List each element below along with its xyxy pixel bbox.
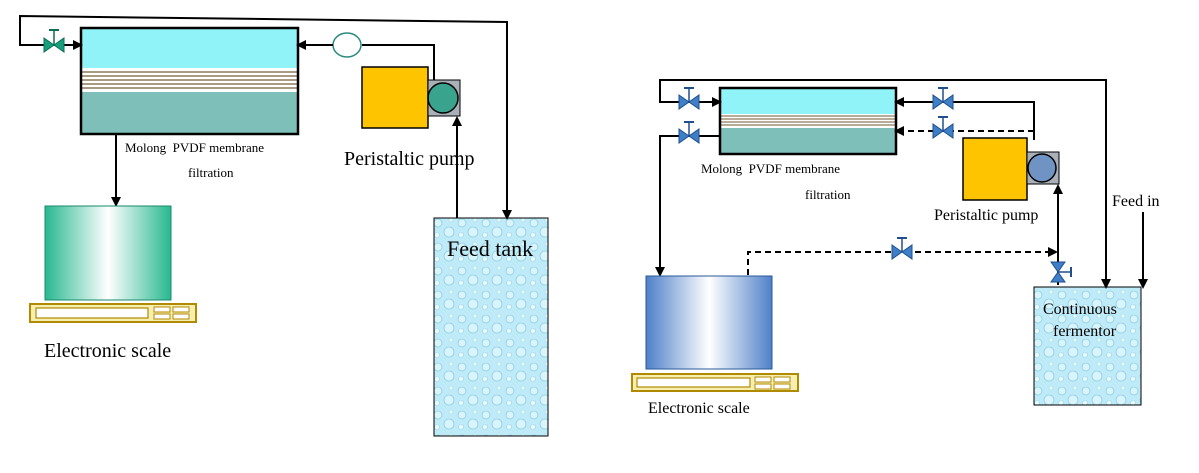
left-membrane-module bbox=[79, 26, 300, 136]
left-filtration-label: filtration bbox=[188, 165, 234, 180]
right-system: Molong PVDF membrane filtration Peristal… bbox=[631, 79, 1160, 417]
right-valve-dashed-icon[interactable] bbox=[891, 237, 913, 260]
right-membrane-module bbox=[718, 86, 898, 156]
right-pump-motor-icon bbox=[1027, 153, 1057, 183]
left-tank-label: Feed tank bbox=[447, 236, 533, 261]
right-peristaltic-pump[interactable] bbox=[962, 137, 1060, 201]
left-peristaltic-pump[interactable] bbox=[361, 66, 461, 129]
left-valve-icon[interactable] bbox=[43, 29, 65, 53]
right-electronic-scale bbox=[631, 275, 799, 392]
right-permeate-line bbox=[659, 135, 720, 275]
right-valve-outlet-icon[interactable] bbox=[932, 87, 954, 110]
right-fermentor-label-2: fermentor bbox=[1053, 323, 1117, 340]
left-return-line bbox=[19, 14, 508, 218]
left-pump-label: Peristaltic pump bbox=[344, 148, 475, 170]
right-pump-label: Peristaltic pump bbox=[934, 207, 1038, 224]
right-continuous-fermentor bbox=[1033, 286, 1142, 406]
left-membrane-label: Molong PVDF membrane bbox=[125, 140, 264, 155]
right-valve-bypass-icon[interactable] bbox=[932, 116, 954, 139]
right-fermentor-label-1: Continuous bbox=[1043, 301, 1117, 318]
left-pump-motor-icon bbox=[427, 82, 459, 114]
right-dashed-return-line bbox=[747, 247, 1058, 275]
left-feed-tank bbox=[433, 217, 549, 437]
right-pump-outlet-line bbox=[894, 97, 1035, 140]
right-valve-permeate-icon[interactable] bbox=[678, 121, 700, 144]
right-valve-suction-icon[interactable] bbox=[1050, 261, 1072, 283]
right-filtration-label: filtration bbox=[805, 187, 851, 202]
right-return-line bbox=[659, 79, 1107, 285]
right-feed-in-label: Feed in bbox=[1112, 193, 1160, 210]
left-electronic-scale bbox=[29, 205, 197, 323]
right-membrane-label: Molong PVDF membrane bbox=[701, 161, 840, 176]
left-scale-label: Electronic scale bbox=[44, 340, 171, 362]
left-flowmeter-icon bbox=[332, 32, 362, 58]
right-scale-label: Electronic scale bbox=[648, 400, 750, 417]
left-system: Molong PVDF membrane filtration Peristal… bbox=[19, 14, 549, 437]
left-pump-outlet-line bbox=[362, 44, 435, 84]
right-valve-top-icon[interactable] bbox=[678, 87, 700, 110]
